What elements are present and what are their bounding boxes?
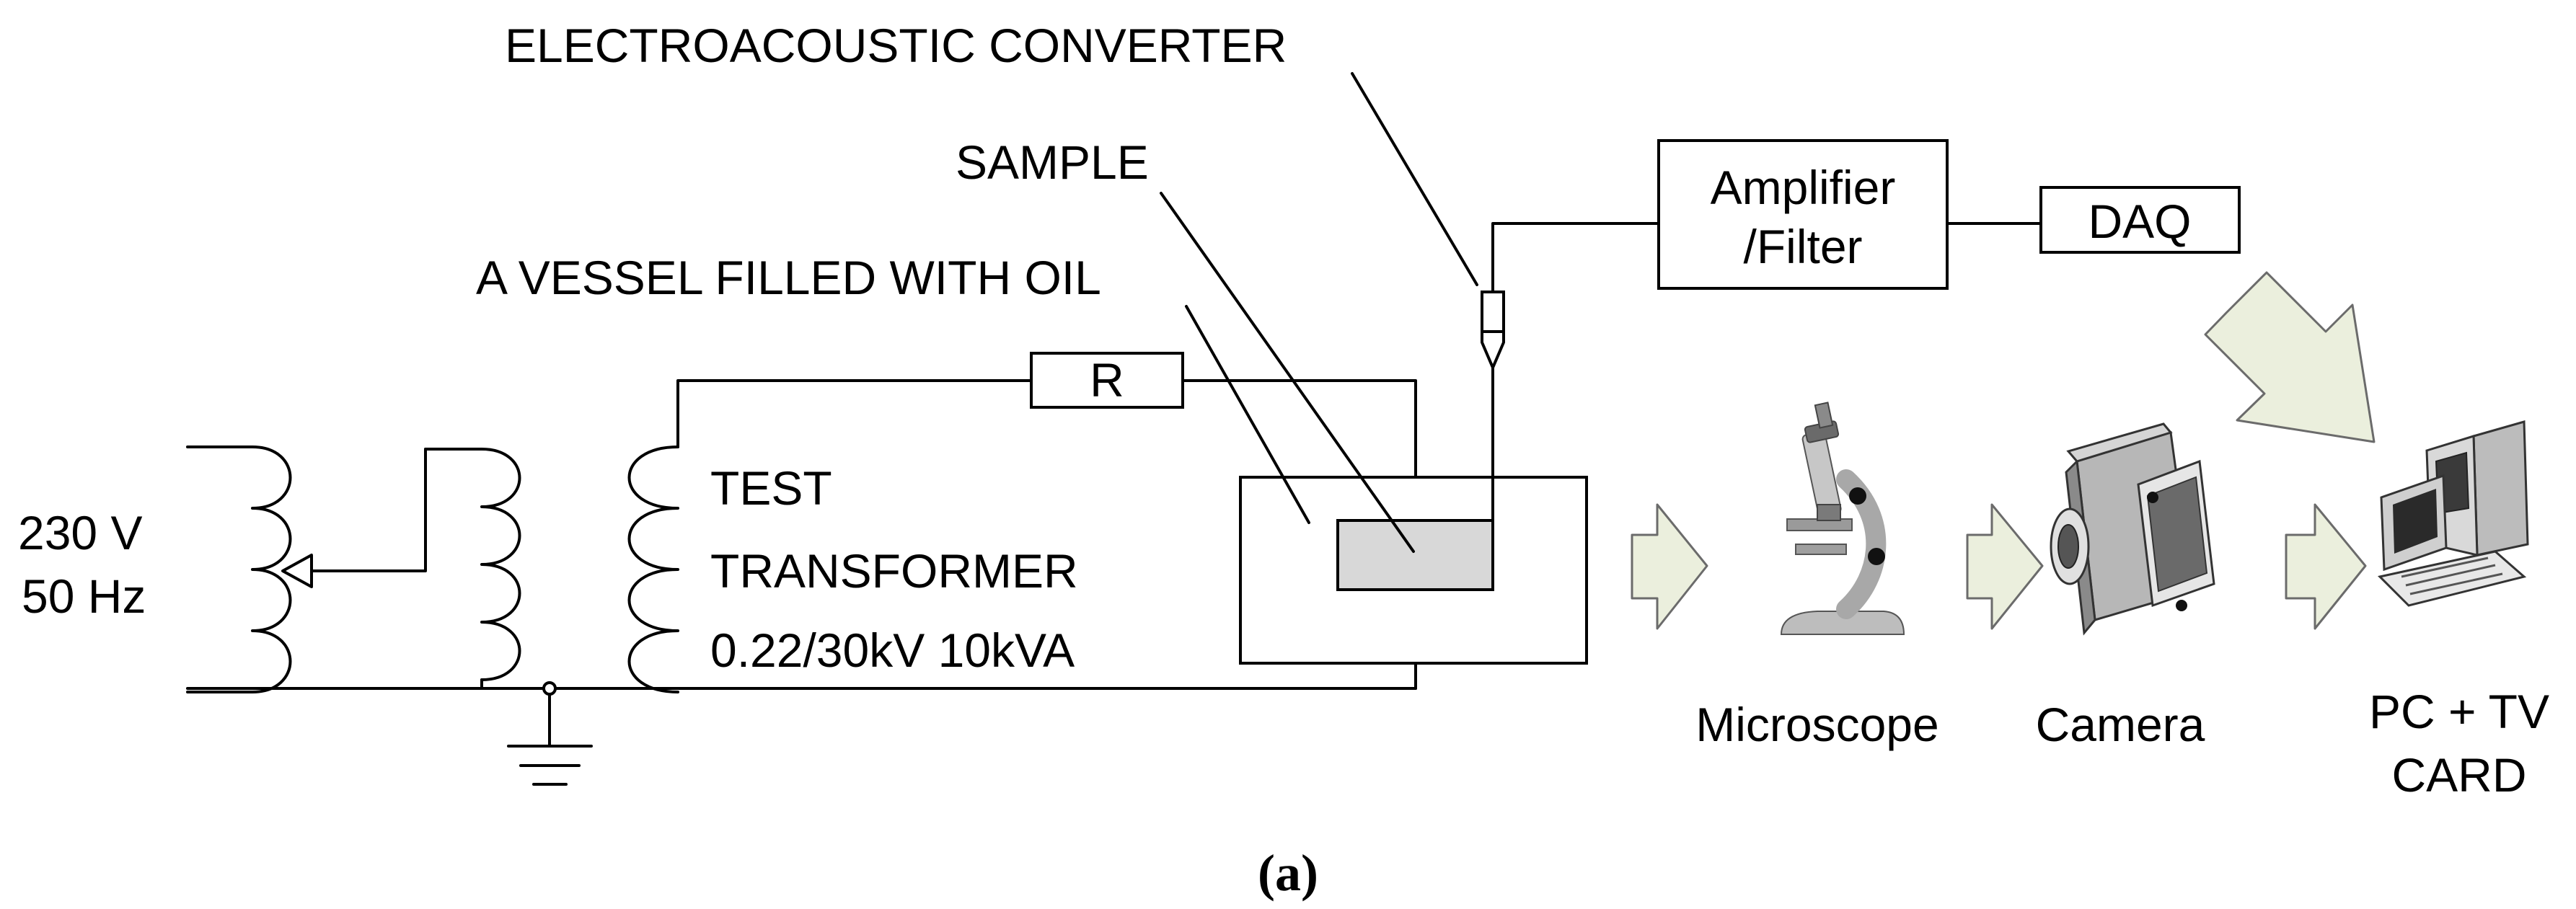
flow-arrow-microscope-camera (1966, 503, 2044, 630)
amplifier-label-1: Amplifier (1711, 161, 1896, 214)
sample-label: SAMPLE (956, 136, 1149, 189)
microscope-icon (1780, 402, 1905, 635)
video-camera-icon (2050, 422, 2215, 636)
daq-box (2039, 186, 2241, 254)
transformer-secondary-winding (627, 379, 1033, 693)
sample-leader (1160, 192, 1415, 553)
transformer-label-2: TRANSFORMER (710, 544, 1078, 598)
pc-label-1: PC + TV (2369, 685, 2549, 738)
converter-leader (1351, 72, 1478, 286)
source-voltage-label: 230 V (18, 506, 142, 559)
daq-label: DAQ (2088, 195, 2191, 248)
source-frequency-label: 50 Hz (22, 569, 146, 623)
microscope-label: Microscope (1695, 698, 1938, 751)
vessel-leader (1185, 305, 1310, 524)
vessel-label: A VESSEL FILLED WITH OIL (476, 251, 1101, 304)
desktop-computer-icon (2377, 420, 2529, 607)
resistor-label: R (1090, 353, 1124, 407)
transformer-label-1: TEST (710, 461, 832, 515)
variac-winding (186, 445, 292, 693)
amplifier-label-2: /Filter (1744, 220, 1863, 273)
figure-caption: (a) (1258, 844, 1318, 902)
camera-label: Camera (2036, 698, 2205, 751)
flow-arrow-camera-pc (2285, 503, 2367, 630)
converter-label: ELECTROACOUSTIC CONVERTER (505, 19, 1287, 72)
transformer-primary-winding (424, 448, 521, 681)
pc-label-2: CARD (2391, 748, 2526, 802)
amplifier-filter-box (1657, 139, 1949, 290)
variac-wiper (281, 448, 427, 588)
transformer-label-3: 0.22/30kV 10kVA (710, 624, 1075, 677)
ground-symbol (507, 681, 593, 786)
sample (1336, 519, 1494, 591)
electroacoustic-probe (1481, 222, 1660, 557)
flow-arrow-daq-pc (2204, 271, 2376, 443)
flow-arrow-vessel-microscope (1631, 503, 1708, 630)
